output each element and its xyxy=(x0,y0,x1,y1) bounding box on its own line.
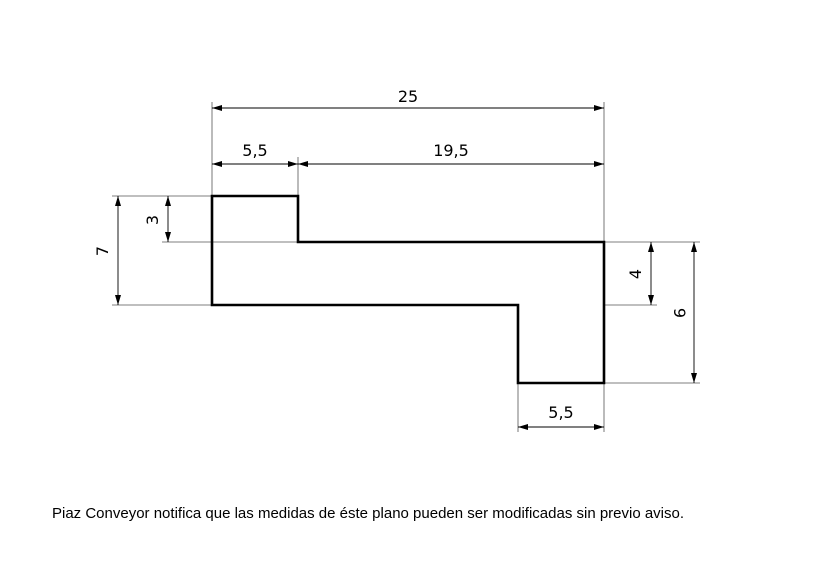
disclaimer-note: Piaz Conveyor notifica que las medidas d… xyxy=(52,505,685,522)
dim-left-height: 7 xyxy=(93,246,112,256)
dim-bottom-width: 5,5 xyxy=(548,403,573,422)
extension-lines xyxy=(112,102,700,432)
dimension-lines xyxy=(115,105,697,430)
dim-overall-width: 25 xyxy=(398,87,418,106)
dim-top-left-width: 5,5 xyxy=(242,141,267,160)
part-outline xyxy=(210,194,606,385)
dim-top-step-height: 3 xyxy=(143,215,162,225)
dim-right-step-height: 4 xyxy=(626,269,645,279)
dim-right-height: 9 xyxy=(670,308,689,318)
dim-top-right-width: 19,5 xyxy=(433,141,469,160)
